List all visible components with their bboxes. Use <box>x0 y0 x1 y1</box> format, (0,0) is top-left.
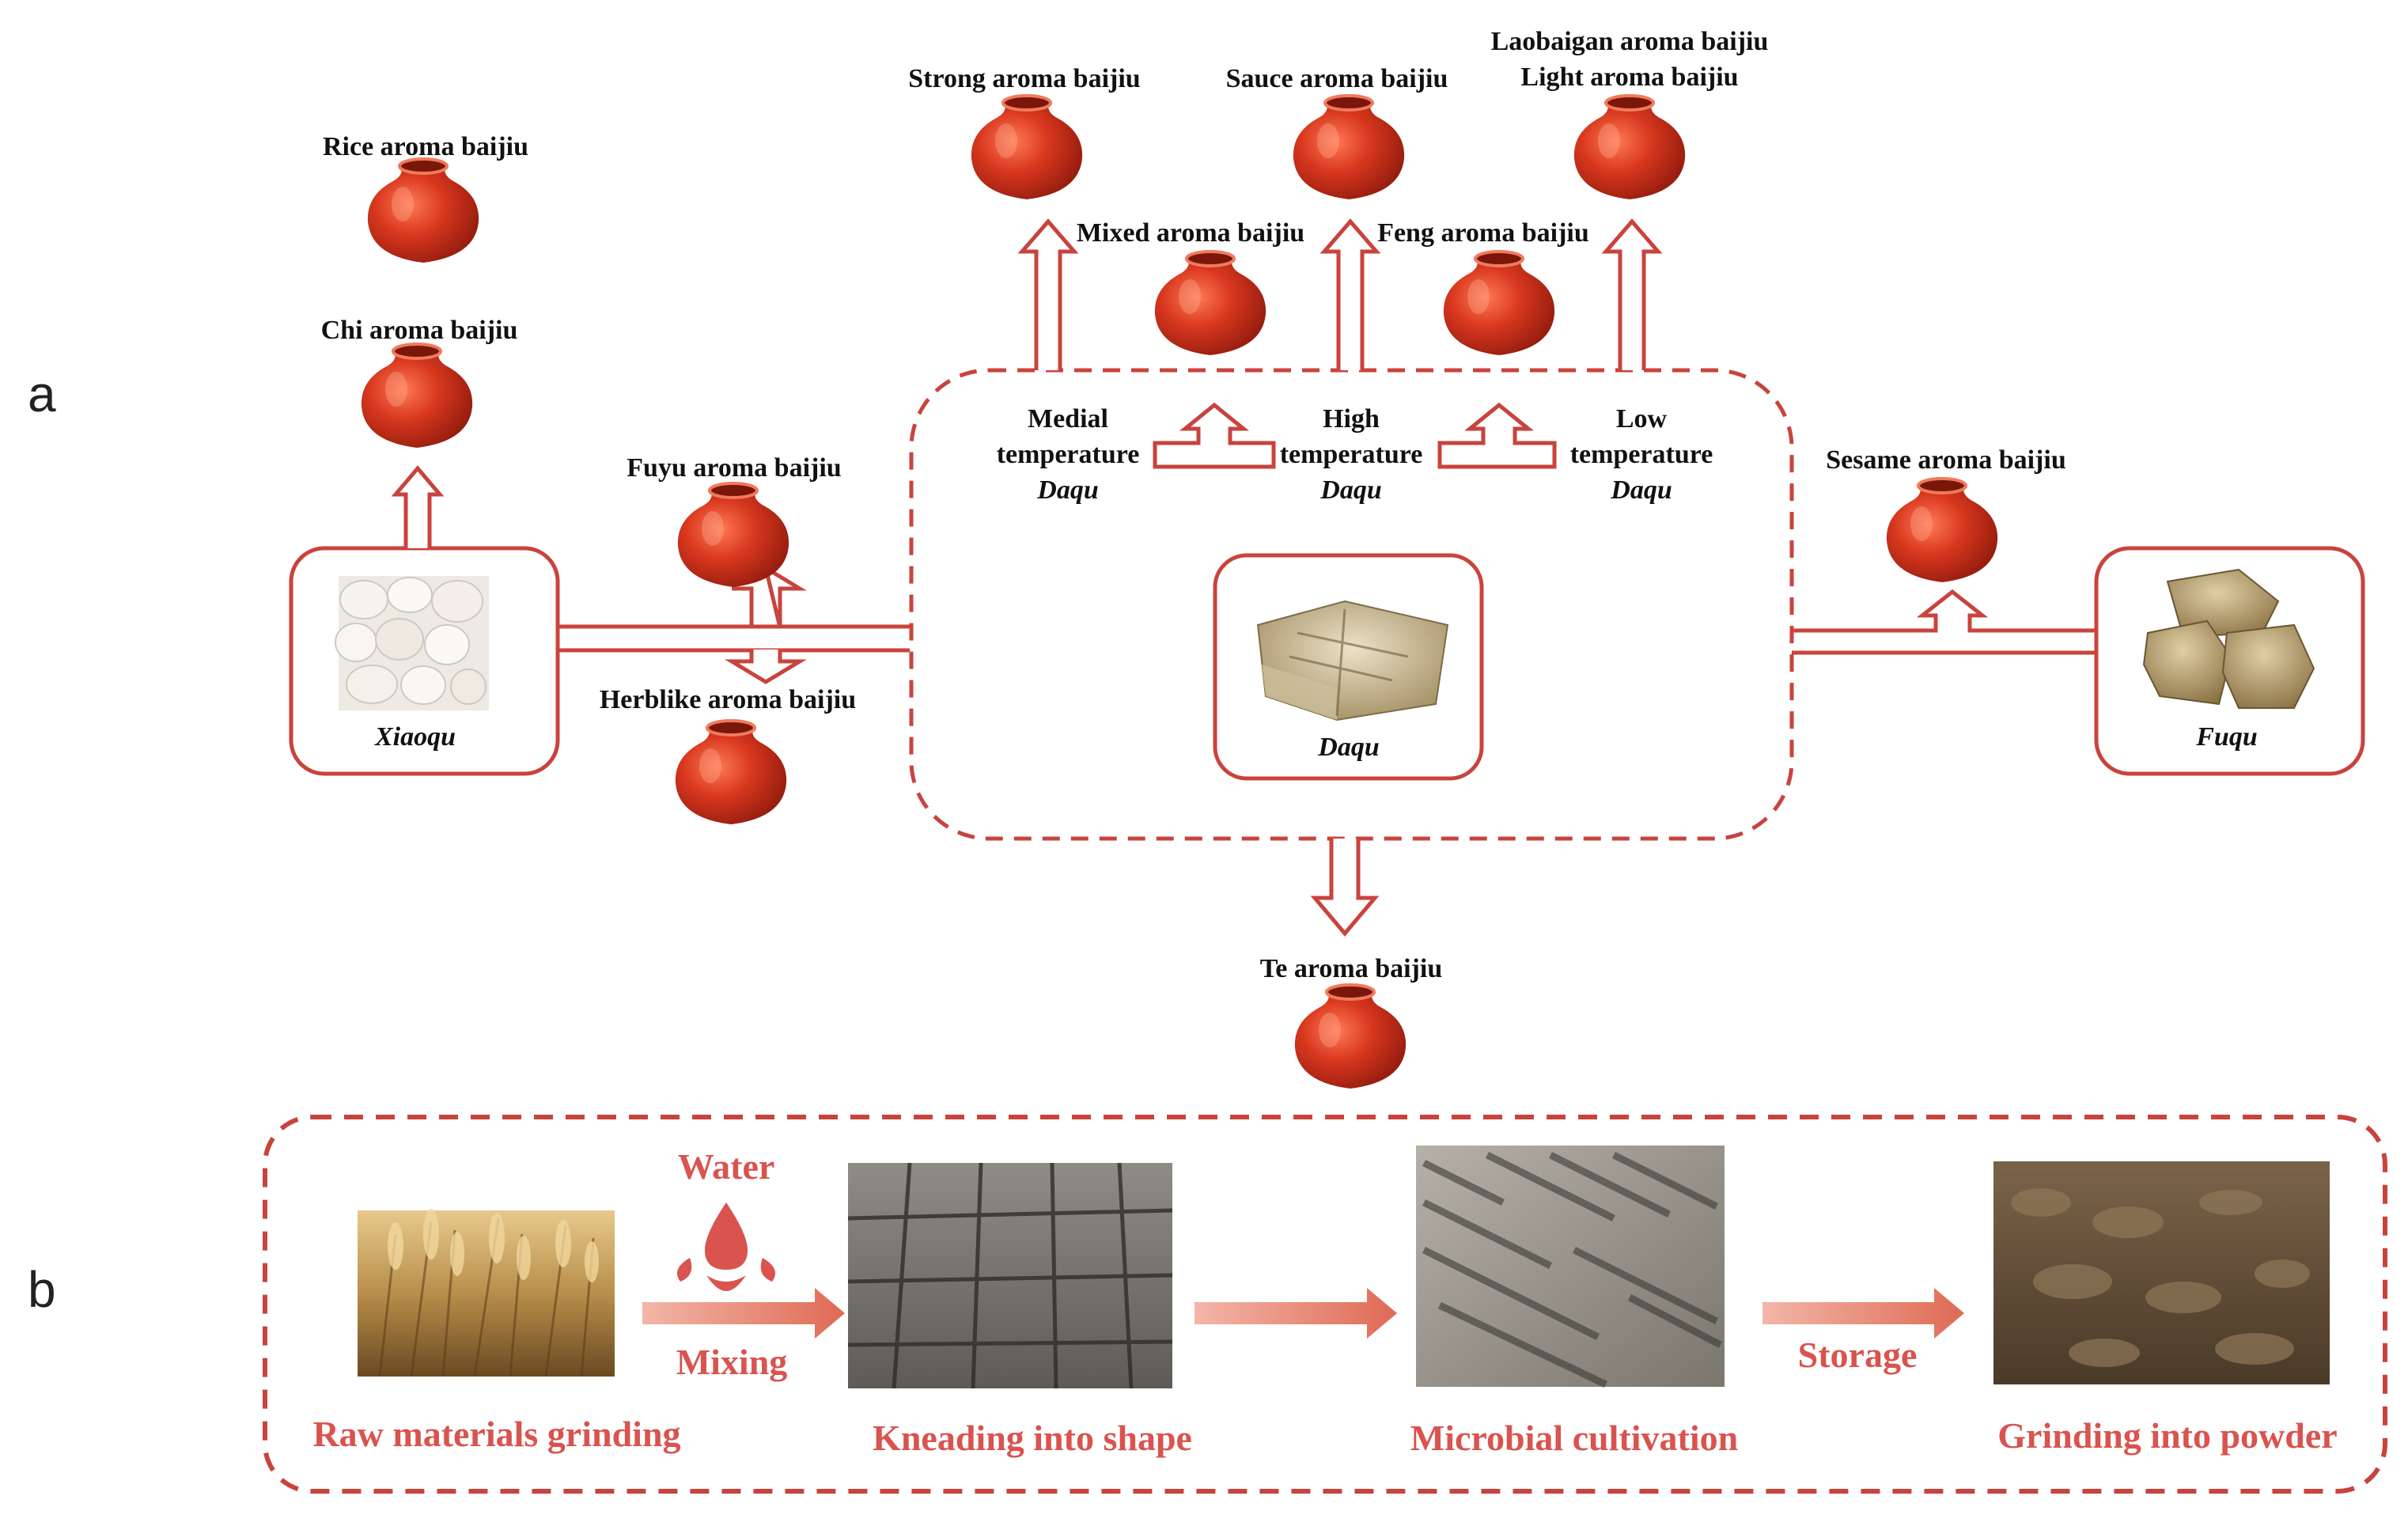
chi-aroma-label: Chi aroma baijiu <box>321 316 518 345</box>
feng-aroma-pot <box>1441 250 1557 357</box>
sauce-aroma-label: Sauce aroma baijiu <box>1226 64 1448 93</box>
te-aroma-arrow <box>1310 839 1380 937</box>
svg-text:temperature: temperature <box>1280 440 1423 469</box>
light-aroma-label: Light aroma baijiu <box>1520 62 1738 92</box>
rice-aroma-label: Rice aroma baijiu <box>323 132 528 161</box>
mixed-aroma-arrow <box>1153 402 1276 469</box>
mixed-aroma-pot <box>1153 250 1268 357</box>
svg-text:temperature: temperature <box>997 440 1140 469</box>
water-label: Water <box>678 1146 775 1187</box>
herblike-aroma-pot <box>673 719 789 826</box>
xiaoqu-to-chi-arrow <box>391 465 445 548</box>
panel-label-a: a <box>28 365 56 422</box>
sesame-aroma-arrow <box>1916 589 1989 631</box>
daqu-image <box>1256 600 1449 721</box>
step-kneading-label: Kneading into shape <box>873 1418 1192 1458</box>
storage-arrow <box>1762 1288 1964 1339</box>
xiaoqu-image <box>335 576 489 710</box>
fuqu-box <box>2094 546 2365 776</box>
mixing-label: Mixing <box>676 1342 788 1382</box>
raw-materials-image <box>358 1209 615 1377</box>
svg-text:Daqu: Daqu <box>1319 475 1381 505</box>
medial-temp-daqu: Medial temperature Daqu <box>997 404 1140 505</box>
cultivation-arrow <box>1195 1288 1397 1339</box>
strong-aroma-arrow <box>1017 218 1079 370</box>
rice-aroma-pot <box>365 157 481 264</box>
step-powder-label: Grinding into powder <box>1997 1415 2337 1456</box>
fuyu-aroma-label: Fuyu aroma baijiu <box>627 453 841 483</box>
te-aroma-pot <box>1293 983 1408 1090</box>
daqu-label: Daqu <box>1317 733 1379 762</box>
svg-text:Daqu: Daqu <box>1036 475 1098 505</box>
chi-aroma-pot <box>359 343 475 449</box>
svg-text:temperature: temperature <box>1570 440 1713 469</box>
feng-aroma-arrow <box>1437 402 1557 469</box>
storage-label: Storage <box>1798 1335 1918 1375</box>
microbial-cultivation-image <box>1416 1146 1725 1388</box>
sesame-aroma-pot <box>1884 477 2000 584</box>
xiaoqu-daqu-connector <box>558 624 910 653</box>
svg-text:Low: Low <box>1616 404 1668 434</box>
feng-aroma-label: Feng aroma baijiu <box>1377 218 1589 248</box>
daqu-region <box>909 368 1794 841</box>
strong-aroma-label: Strong aroma baijiu <box>908 64 1140 93</box>
panel-label-b: b <box>28 1261 56 1318</box>
fuyu-herblike-arrow <box>725 563 807 684</box>
sauce-aroma-pot <box>1291 94 1407 201</box>
step-microbial-label: Microbial cultivation <box>1410 1418 1738 1458</box>
fuyu-aroma-pot <box>676 482 791 589</box>
svg-text:Medial: Medial <box>1028 404 1108 434</box>
mixing-arrow <box>642 1288 845 1339</box>
mixed-aroma-label: Mixed aroma baijiu <box>1077 218 1304 248</box>
xiaoqu-label: Xiaoqu <box>374 722 456 752</box>
step-raw-materials-label: Raw materials grinding <box>312 1414 680 1454</box>
laobaigan-aroma-label: Laobaigan aroma baijiu <box>1491 27 1769 56</box>
daqu-box <box>1213 553 1484 781</box>
laobaigan-light-arrow <box>1601 218 1663 370</box>
process-region <box>263 1115 2387 1494</box>
te-aroma-label: Te aroma baijiu <box>1260 954 1442 983</box>
sesame-aroma-label: Sesame aroma baijiu <box>1826 445 2065 475</box>
high-temp-daqu: High temperature Daqu <box>1280 404 1423 505</box>
strong-aroma-pot <box>969 94 1085 201</box>
laobaigan-light-pot <box>1572 94 1687 201</box>
water-drop-icon <box>677 1202 775 1291</box>
powder-image <box>1993 1161 2330 1384</box>
svg-text:High: High <box>1323 404 1380 434</box>
fuqu-label: Fuqu <box>2195 722 2258 752</box>
svg-text:Daqu: Daqu <box>1610 475 1672 505</box>
kneading-image <box>847 1162 1173 1389</box>
low-temp-daqu: Low temperature Daqu <box>1570 404 1713 505</box>
fuqu-image <box>2142 568 2315 709</box>
herblike-aroma-label: Herblike aroma baijiu <box>600 685 856 714</box>
sauce-aroma-arrow <box>1319 218 1381 370</box>
